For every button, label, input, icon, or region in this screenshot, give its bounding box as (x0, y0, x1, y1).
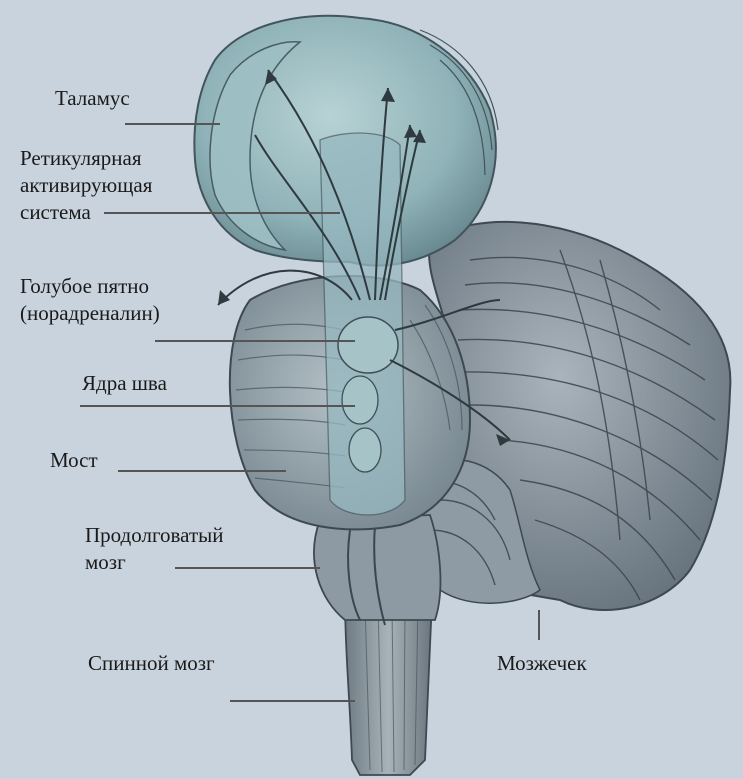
label-medulla: Продолговатый мозг (85, 522, 223, 576)
label-pons: Мост (50, 447, 98, 474)
spinal-cord-shape (345, 600, 432, 775)
label-spinal-cord: Спинной мозг (88, 650, 215, 677)
reticular-core (320, 133, 405, 515)
medulla-shape (314, 515, 440, 625)
leader-line-thalamus (125, 123, 220, 125)
leader-line-cerebellum (538, 610, 540, 640)
leader-line-raphe (80, 405, 355, 407)
label-raphe-nuclei: Ядра шва (82, 370, 167, 397)
label-thalamus: Таламус (55, 85, 130, 112)
label-locus-coeruleus: Голубое пятно (норадреналин) (20, 273, 160, 327)
label-cerebellum: Мозжечек (497, 650, 587, 677)
leader-line-locus (155, 340, 355, 342)
leader-line-spinal (230, 700, 355, 702)
label-reticular-system: Ретикулярная активирующая система (20, 145, 152, 226)
leader-line-pons (118, 470, 286, 472)
